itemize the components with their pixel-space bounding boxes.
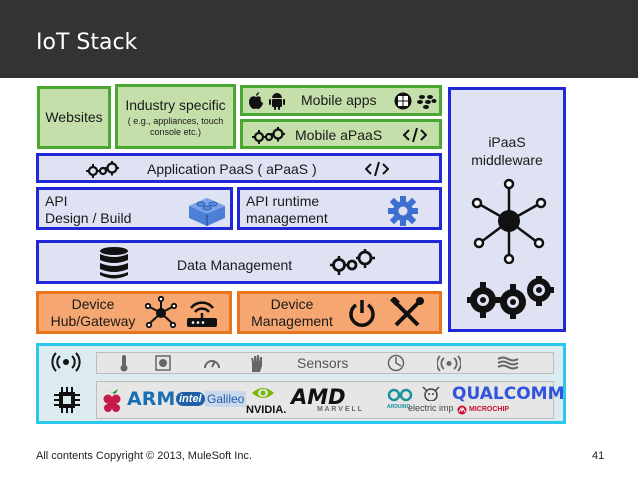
data-mgmt-box: Data Management xyxy=(36,240,442,284)
wave-icon xyxy=(497,356,519,370)
blackberry-icon xyxy=(417,95,437,109)
gauge-icon xyxy=(204,360,220,369)
industry-box: Industry specific ( e.g., appliances, to… xyxy=(115,84,236,149)
hand-icon xyxy=(251,355,262,372)
api-runtime-box: API runtime management xyxy=(237,187,442,230)
intel-logo: intel xyxy=(176,392,205,406)
device-hub-label-2: Hub/Gateway xyxy=(50,313,136,329)
gear-icon xyxy=(388,196,418,226)
api-design-label-1: API xyxy=(45,193,68,209)
apple-icon xyxy=(249,92,263,109)
thermometer-icon xyxy=(120,355,128,372)
microchip-icon xyxy=(457,405,467,415)
websites-box: Websites xyxy=(37,86,111,149)
mobile-apps-box: Mobile apps xyxy=(240,85,442,116)
electric-imp-logo: electric imp xyxy=(408,403,454,413)
qualcomm-logo: QUALCOMM xyxy=(452,384,565,404)
tools-icon xyxy=(390,297,424,327)
database-icon xyxy=(100,247,128,279)
nvidia-eye-icon xyxy=(252,388,274,398)
large-gears-icon xyxy=(467,276,554,319)
code-icon xyxy=(365,161,389,177)
arm-logo: ARM xyxy=(127,388,176,410)
device-mgmt-box: Device Management xyxy=(237,291,442,334)
chip-icon xyxy=(54,387,80,413)
arduino-logo: ARDUINO xyxy=(387,404,411,410)
copyright-text: All contents Copyright © 2013, MuleSoft … xyxy=(36,450,252,462)
api-design-label-2: Design / Build xyxy=(45,210,132,226)
windows-icon xyxy=(394,92,412,110)
amd-logo: AMD xyxy=(291,385,346,409)
lego-block-icon xyxy=(189,198,225,226)
network-hub-icon xyxy=(145,296,177,329)
wireless-icon xyxy=(51,352,81,372)
code-icon xyxy=(403,127,427,143)
power-icon xyxy=(349,300,375,327)
galileo-logo: Galileo xyxy=(205,391,247,407)
router-icon xyxy=(187,301,217,327)
websites-label: Websites xyxy=(45,109,103,125)
api-design-box: API Design / Build xyxy=(36,187,233,230)
chips-bar: ARM intel Galileo NVIDIA. AMD M A R V E … xyxy=(96,381,564,419)
arduino-icon xyxy=(387,388,413,402)
electric-imp-icon xyxy=(422,386,440,401)
data-mgmt-label: Data Management xyxy=(177,257,293,273)
device-mgmt-label-2: Management xyxy=(251,313,333,329)
signal-icon xyxy=(437,355,461,372)
mobile-apaas-label: Mobile aPaaS xyxy=(295,127,383,143)
ipaas-label-1: iPaaS xyxy=(488,134,526,150)
gears-icon xyxy=(330,249,375,275)
page-title: IoT Stack xyxy=(36,30,138,55)
device-mgmt-label-1: Device xyxy=(270,296,314,312)
mobile-apps-label: Mobile apps xyxy=(301,92,377,108)
microchip-logo: MICROCHIP xyxy=(469,406,510,413)
api-runtime-label-1: API runtime xyxy=(246,193,320,209)
sensors-label: Sensors xyxy=(297,355,349,371)
mobile-apaas-box: Mobile aPaaS xyxy=(240,119,442,149)
ipaas-label-2: middleware xyxy=(471,152,543,168)
gears-icon xyxy=(252,127,285,144)
industry-sub1: ( e.g., appliances, touch xyxy=(127,116,224,126)
ipaas-box: iPaaS middleware xyxy=(448,87,566,332)
device-hub-box: Device Hub/Gateway xyxy=(36,291,232,334)
gears-icon xyxy=(86,161,119,178)
image-sensor-icon xyxy=(155,355,171,371)
hub-network-icon xyxy=(471,178,547,264)
nvidia-logo: NVIDIA. xyxy=(246,404,287,416)
api-runtime-label-2: management xyxy=(246,210,328,226)
industry-label: Industry specific xyxy=(125,97,226,113)
marvell-logo: M A R V E L L xyxy=(317,406,362,413)
motion-icon xyxy=(387,354,405,372)
header-bar: IoT Stack xyxy=(0,0,638,78)
device-hub-label-1: Device xyxy=(71,296,115,312)
page-number: 41 xyxy=(592,450,605,462)
app-paas-label: Application PaaS ( aPaaS ) xyxy=(147,161,317,177)
android-icon xyxy=(269,93,285,110)
sensors-bar: Sensors xyxy=(96,352,554,374)
industry-sub2: console etc.) xyxy=(149,127,202,137)
app-paas-box: Application PaaS ( aPaaS ) xyxy=(36,153,442,183)
raspberry-pi-icon xyxy=(103,389,121,412)
